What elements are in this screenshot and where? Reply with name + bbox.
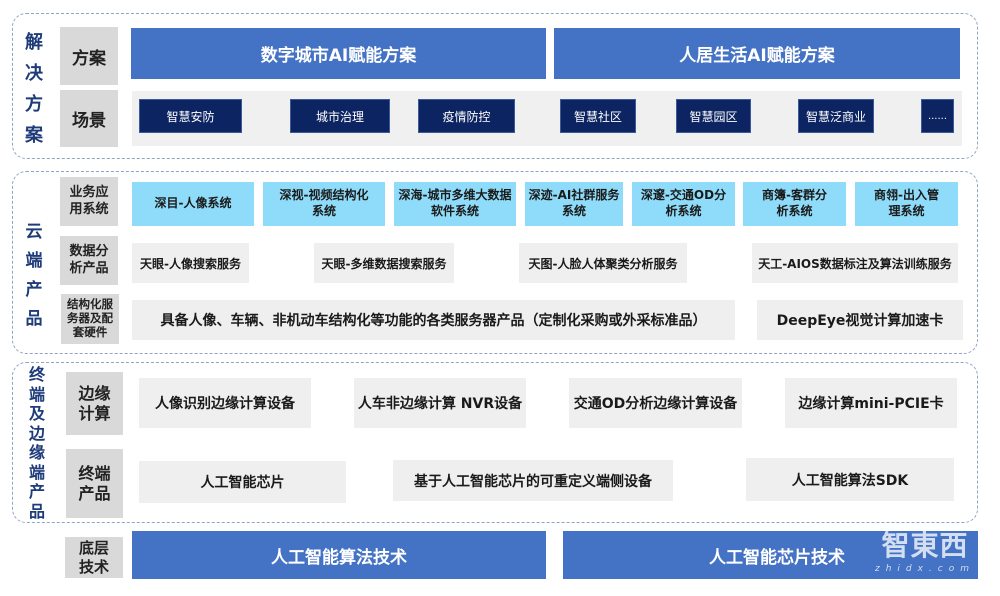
base-tech-row-label: 底层技术 <box>65 537 123 578</box>
scene-smart-community: 智慧社区 <box>560 99 636 133</box>
logo-main-text: 智東西 <box>881 529 969 562</box>
terminal-ai-sdk: 人工智能算法SDK <box>746 458 954 501</box>
app-shenhai: 深海-城市多维大数据软件系统 <box>394 182 516 226</box>
cloud-products-group <box>12 171 978 354</box>
tech-ai-chip: 人工智能芯片技术 <box>563 531 978 579</box>
cloud-products-section-label: 云端产品 <box>25 222 43 329</box>
data-tiangong-aios: 天工-AIOS数据标注及算法训练服务 <box>752 243 958 283</box>
terminal-reconfigurable-device: 基于人工智能芯片的可重定义端侧设备 <box>393 460 673 501</box>
edge-portrait-device: 人像识别边缘计算设备 <box>139 378 311 428</box>
data-tianyan-multidim: 天眼-多维数据搜索服务 <box>314 243 454 283</box>
scene-smart-security: 智慧安防 <box>139 99 242 133</box>
app-shenmu: 深目-人像系统 <box>132 182 254 226</box>
edge-products-group <box>12 362 978 523</box>
scenarios-row-label: 场景 <box>60 90 118 147</box>
app-shenji: 深迹-AI社群服务系统 <box>525 182 623 226</box>
logo-sub-text: zhidx.com <box>874 564 976 574</box>
scene-city-governance: 城市治理 <box>290 99 390 133</box>
terminal-ai-chip: 人工智能芯片 <box>139 461 346 503</box>
scene-epidemic-control: 疫情防控 <box>418 99 515 133</box>
solutions-group <box>12 13 978 159</box>
edge-mini-pcie-card: 边缘计算mini-PCIE卡 <box>785 378 957 428</box>
edge-products-section-label: 终端及边缘端产品 <box>28 365 45 521</box>
scene-more: ...... <box>921 99 954 133</box>
terminal-row-label: 终端产品 <box>66 449 123 518</box>
plan-digital-city: 数字城市AI赋能方案 <box>131 28 546 79</box>
tech-ai-algorithm: 人工智能算法技术 <box>132 531 546 579</box>
app-shangbu: 商簿-客群分析系统 <box>743 182 846 226</box>
plan-living: 人居生活AI赋能方案 <box>554 28 960 79</box>
business-apps-row-label: 业务应用系统 <box>60 177 118 226</box>
hardware-deepeye-card: DeepEye视觉计算加速卡 <box>757 300 963 340</box>
hardware-row-label: 结构化服务器及配套硬件 <box>61 294 119 344</box>
data-tianyan-portrait: 天眼-人像搜索服务 <box>132 243 249 283</box>
app-shangling: 商翎-出入管理系统 <box>855 182 958 226</box>
app-shenshi: 深视-视频结构化系统 <box>263 182 385 226</box>
data-analysis-row-label: 数据分析产品 <box>60 236 118 285</box>
zhidx-logo: 智東西 zhidx.com <box>866 529 984 581</box>
solutions-section-label: 解决方案 <box>25 32 43 146</box>
plans-row-label: 方案 <box>60 27 118 85</box>
scene-smart-park: 智慧园区 <box>676 99 751 133</box>
data-tiantu-cluster: 天图-人脸人体聚类分析服务 <box>519 243 687 283</box>
edge-traffic-od-device: 交通OD分析边缘计算设备 <box>569 378 742 428</box>
edge-nvr-device: 人车非边缘计算 NVR设备 <box>354 378 526 428</box>
hardware-servers: 具备人像、车辆、非机动车结构化等功能的各类服务器产品（定制化采购或外采标准品） <box>132 300 735 340</box>
app-shensui: 深邃-交通OD分析系统 <box>632 182 735 226</box>
scene-smart-commerce: 智慧泛商业 <box>798 99 874 133</box>
edge-computing-row-label: 边缘计算 <box>66 372 123 435</box>
